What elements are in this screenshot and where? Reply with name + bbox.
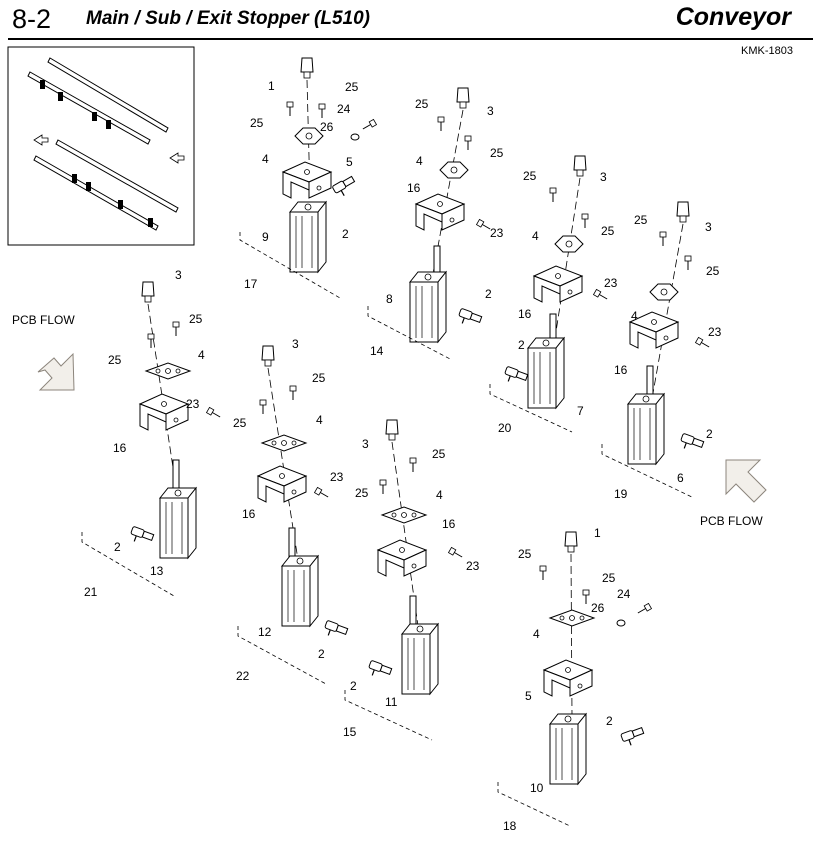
callout-14-6: 23 xyxy=(490,226,504,240)
callout-19-7: 2 xyxy=(706,427,713,441)
assembly-17 xyxy=(239,57,377,299)
callout-20-6: 16 xyxy=(518,307,532,321)
callout-19-8: 6 xyxy=(677,471,684,485)
callout-22-2: 25 xyxy=(312,371,326,385)
callout-15-2: 3 xyxy=(362,437,369,451)
callout-21-8: 13 xyxy=(150,564,164,578)
callout-22-7: 12 xyxy=(258,625,272,639)
callout-17-4: 25 xyxy=(250,116,264,130)
callout-15-4: 4 xyxy=(436,488,443,502)
section-title: Main / Sub / Exit Stopper (L510) xyxy=(86,8,370,29)
callout-22-4: 4 xyxy=(316,413,323,427)
callout-17-10: 17 xyxy=(244,277,258,291)
pcb-flow-label-left: PCB FLOW xyxy=(12,313,75,327)
callout-20-5: 23 xyxy=(604,276,618,290)
callout-22-1: 3 xyxy=(292,337,299,351)
callout-15-5: 16 xyxy=(442,517,456,531)
assembly-14 xyxy=(367,87,493,361)
callout-18-3: 25 xyxy=(602,571,616,585)
callout-15-8: 11 xyxy=(385,695,398,709)
callout-22-5: 23 xyxy=(330,470,344,484)
section-number: 8-2 xyxy=(12,4,52,34)
callout-17-6: 4 xyxy=(262,152,269,166)
callout-17-9: 9 xyxy=(262,230,269,244)
assembly-21 xyxy=(81,281,223,597)
callout-17-3: 24 xyxy=(337,102,351,116)
callout-19-6: 16 xyxy=(614,363,628,377)
callout-19-9: 19 xyxy=(614,487,628,501)
assembly-19 xyxy=(601,201,712,499)
callout-20-2: 3 xyxy=(600,170,607,184)
callout-18-4: 24 xyxy=(617,587,631,601)
callout-20-9: 20 xyxy=(498,421,512,435)
callout-19-2: 3 xyxy=(705,220,712,234)
callout-22-9: 22 xyxy=(236,669,250,683)
callout-14-9: 14 xyxy=(370,344,384,358)
callout-20-3: 25 xyxy=(601,224,615,238)
callout-22-6: 16 xyxy=(242,507,256,521)
callout-17-1: 1 xyxy=(268,79,275,93)
callout-21-1: 3 xyxy=(175,268,182,282)
callout-15-9: 15 xyxy=(343,725,357,739)
callout-17-7: 5 xyxy=(346,155,353,169)
category-title: Conveyor xyxy=(675,3,791,31)
callout-17-8: 2 xyxy=(342,227,349,241)
callout-19-4: 23 xyxy=(708,325,722,339)
callout-20-7: 2 xyxy=(518,338,525,352)
callout-20-4: 4 xyxy=(532,229,539,243)
callout-21-6: 16 xyxy=(113,441,127,455)
callout-14-5: 16 xyxy=(407,181,421,195)
callout-15-3: 25 xyxy=(432,447,446,461)
assembly-18 xyxy=(497,531,652,827)
header-rule xyxy=(8,38,813,40)
callout-21-4: 4 xyxy=(198,348,205,362)
callout-18-2: 25 xyxy=(518,547,532,561)
callout-19-3: 25 xyxy=(706,264,720,278)
callout-19-5: 4 xyxy=(631,309,638,323)
callout-14-3: 25 xyxy=(490,146,504,160)
callout-15-7: 2 xyxy=(350,679,357,693)
pcb-flow-arrow-right xyxy=(725,459,767,503)
callout-18-1: 1 xyxy=(594,526,601,540)
callout-18-8: 2 xyxy=(606,714,613,728)
callout-14-7: 8 xyxy=(386,292,393,306)
callout-17-2: 25 xyxy=(345,80,359,94)
model-code: KMK-1803 xyxy=(741,45,793,57)
assembly-15 xyxy=(344,419,465,741)
callout-21-3: 25 xyxy=(108,353,122,367)
callout-22-3: 25 xyxy=(233,416,247,430)
pcb-flow-arrow-left xyxy=(37,352,75,391)
callout-21-2: 25 xyxy=(189,312,203,326)
callout-18-6: 4 xyxy=(533,627,540,641)
assembly-22 xyxy=(237,345,349,685)
callout-14-2: 3 xyxy=(487,104,494,118)
callout-22-8: 2 xyxy=(318,647,325,661)
assembly-20 xyxy=(489,155,610,433)
callout-18-5: 26 xyxy=(591,601,605,615)
callout-21-7: 2 xyxy=(114,540,121,554)
callout-20-1: 25 xyxy=(523,169,537,183)
callout-19-1: 25 xyxy=(634,213,648,227)
callout-18-9: 10 xyxy=(530,781,544,795)
callout-21-5: 23 xyxy=(186,397,200,411)
callout-18-10: 18 xyxy=(503,819,517,833)
callout-15-6: 23 xyxy=(466,559,480,573)
page-header: 8-2 Main / Sub / Exit Stopper (L510) Con… xyxy=(0,0,821,57)
callout-14-4: 4 xyxy=(416,154,423,168)
callout-15-1: 25 xyxy=(355,486,369,500)
callout-21-9: 21 xyxy=(84,585,98,599)
pcb-flow-label-right: PCB FLOW xyxy=(700,514,763,528)
callout-14-1: 25 xyxy=(415,97,429,111)
callout-17-5: 26 xyxy=(320,120,334,134)
callout-14-8: 2 xyxy=(485,287,492,301)
overview-inset xyxy=(7,46,195,246)
callout-20-8: 7 xyxy=(577,404,584,418)
callout-18-7: 5 xyxy=(525,689,532,703)
